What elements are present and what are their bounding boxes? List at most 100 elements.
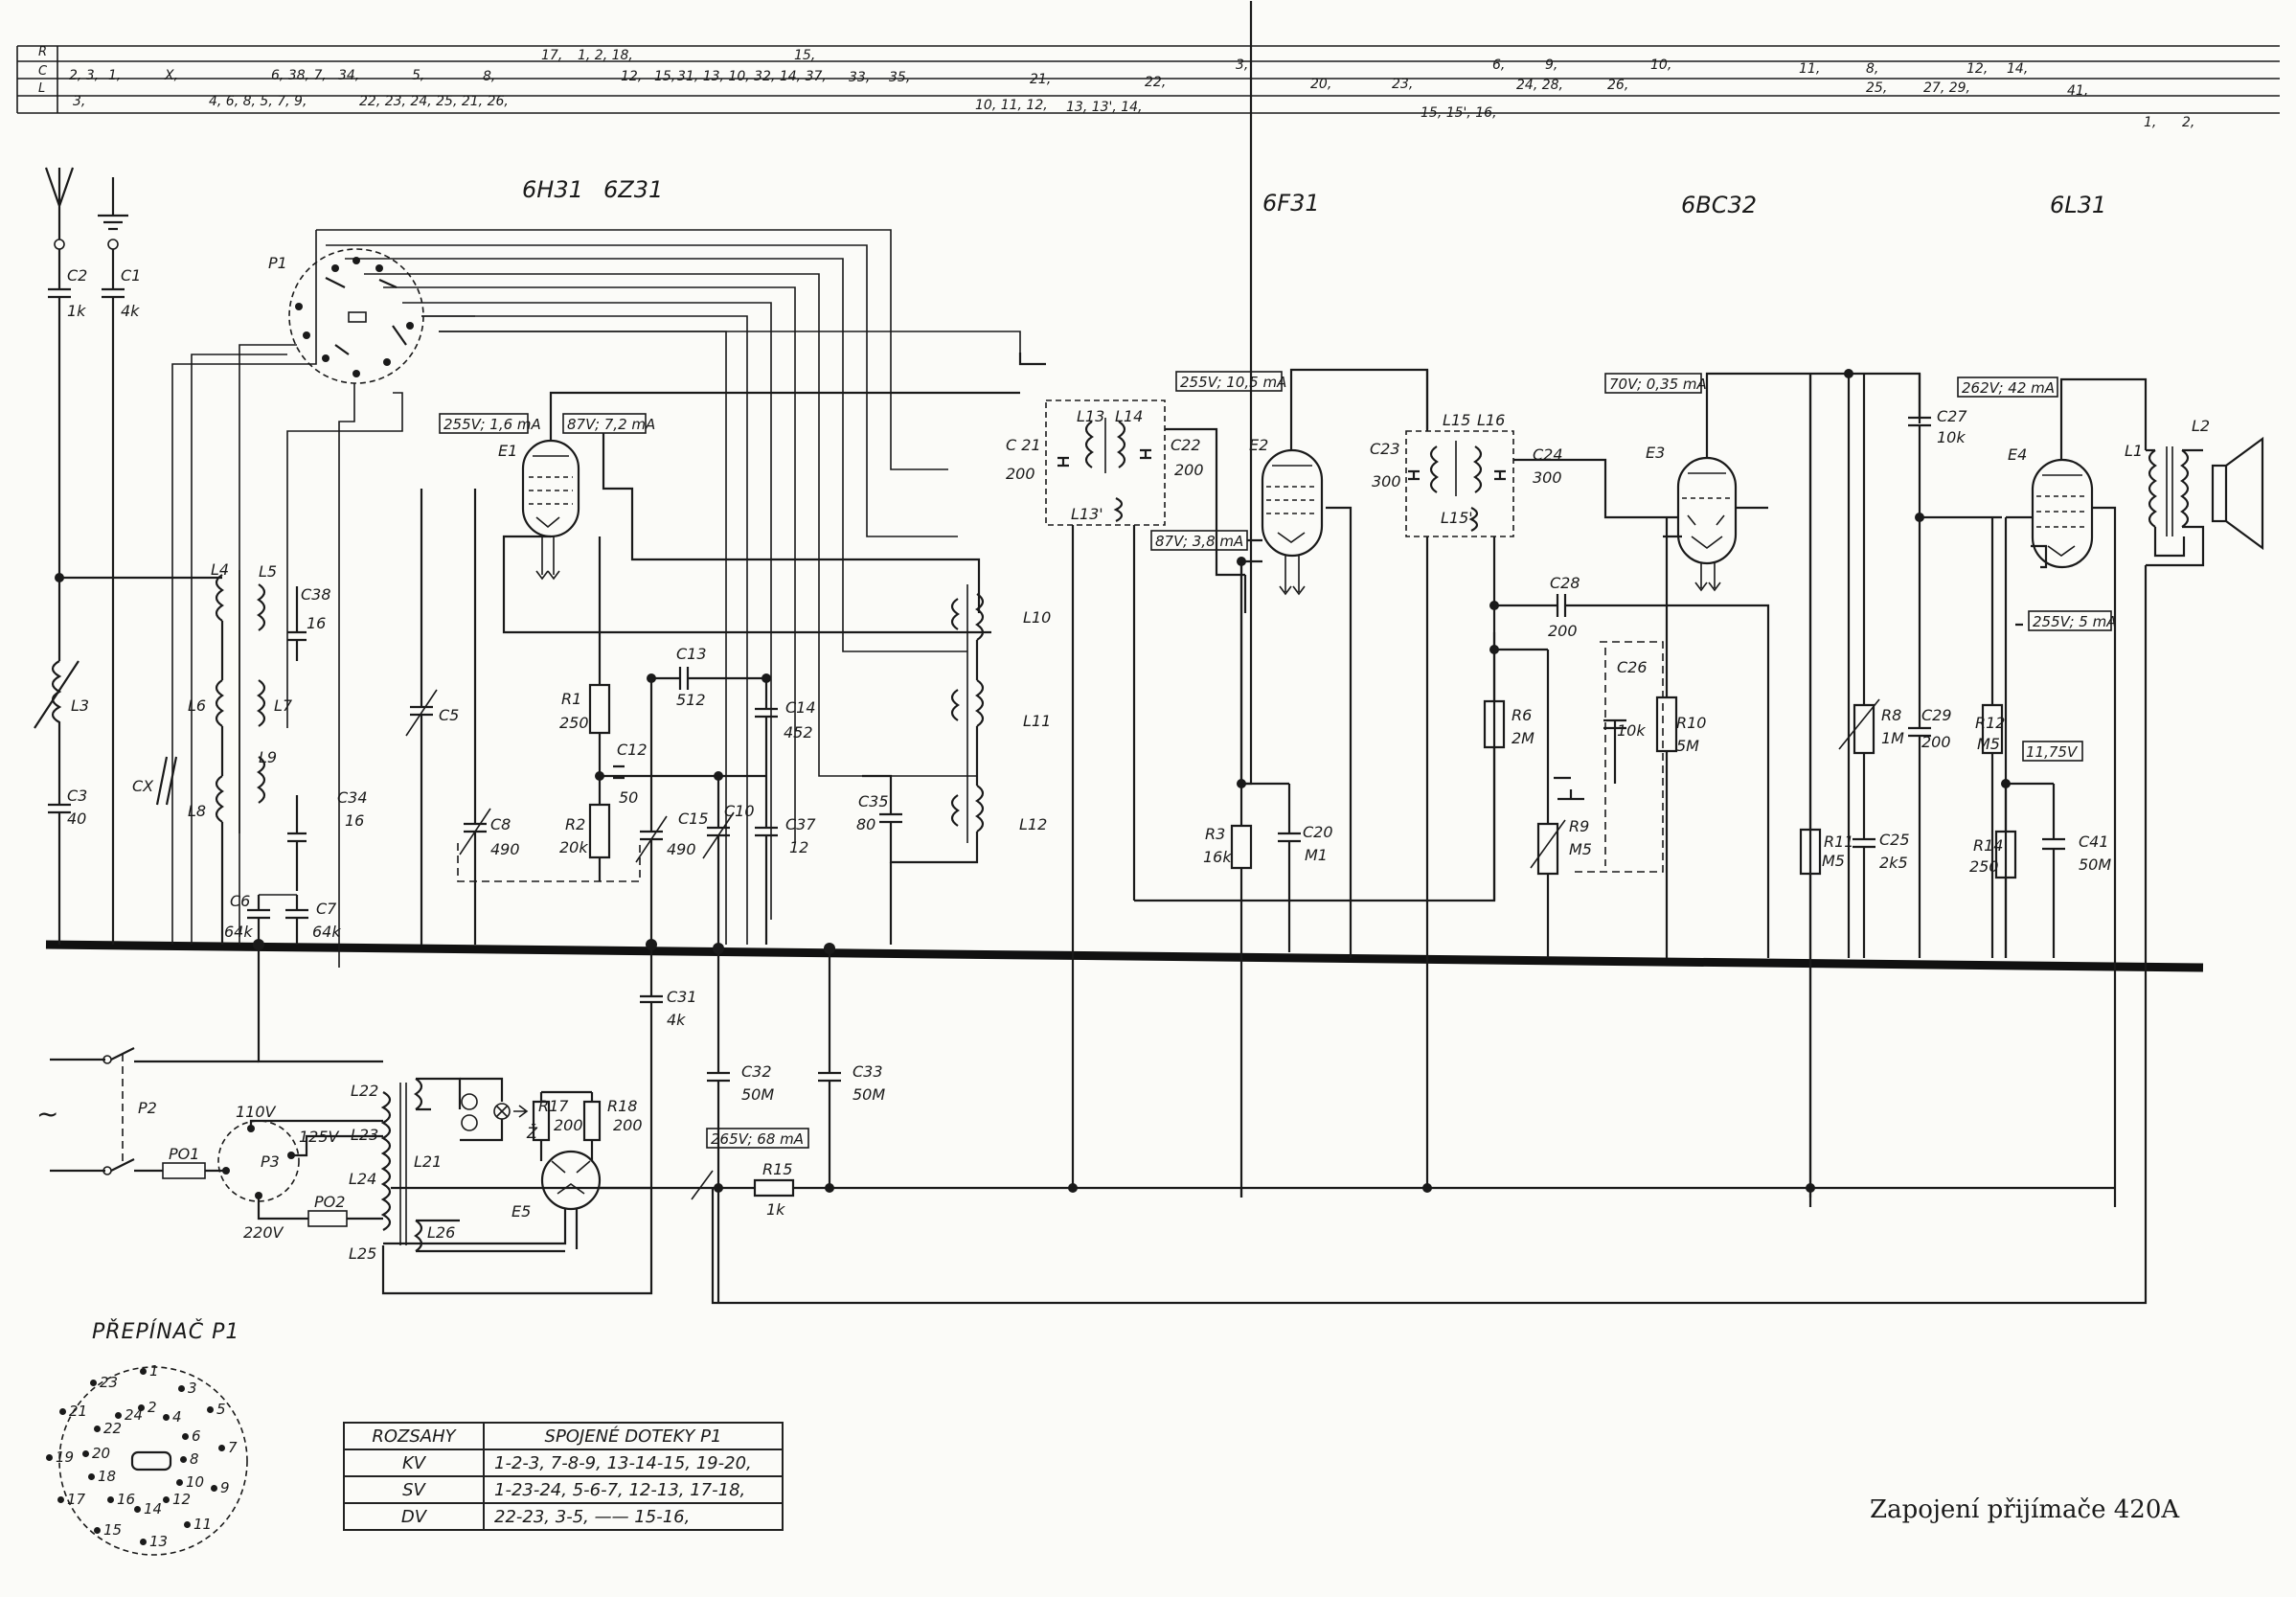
e5-voltage: 265V; 68 mA xyxy=(711,1130,804,1148)
c21-value: 200 xyxy=(1006,465,1035,483)
ref-c-4: 34, xyxy=(338,68,359,83)
r6-value: 2M xyxy=(1512,729,1534,747)
ref-c-15: 23, xyxy=(1392,77,1413,92)
c7-label: C7 xyxy=(316,900,337,918)
c6-label: C6 xyxy=(230,892,250,910)
l14-label: L14 xyxy=(1115,407,1143,425)
c23-label: C23 xyxy=(1370,440,1400,458)
e1-voltage-b: 87V; 7,2 mA xyxy=(567,416,655,433)
l1-label: L1 xyxy=(2125,442,2143,460)
c41-value: 50M xyxy=(2079,856,2111,874)
e1-voltage-box-a xyxy=(439,413,529,434)
table-cell-contacts: 1-2-3, 7-8-9, 13-14-15, 19-20, xyxy=(483,1449,784,1477)
c26-label: C26 xyxy=(1617,658,1648,676)
r2-label: R2 xyxy=(565,815,585,833)
ref-c-10: 33, xyxy=(849,70,870,85)
c29-value: 200 xyxy=(1921,733,1951,751)
l9-label: L9 xyxy=(259,748,277,766)
switch-contacts-table: ROZSAHY SPOJENÉ DOTEKY P1 KV 1-2-3, 7-8-… xyxy=(343,1422,784,1531)
p1-contact-1: 1 xyxy=(140,1362,159,1380)
table-cell-range: DV xyxy=(343,1502,485,1531)
c29-label: C29 xyxy=(1921,706,1952,724)
table-cell-range: KV xyxy=(343,1449,485,1477)
po1-label: PO1 xyxy=(169,1145,199,1163)
ref-c-14: 20, xyxy=(1310,77,1331,92)
l8-label: L8 xyxy=(188,802,206,820)
c15-label: C15 xyxy=(678,810,709,828)
e2-voltage-a: 255V; 10,5 mA xyxy=(1180,374,1286,391)
p1-contact-3: 3 xyxy=(178,1380,197,1397)
ref-l-1: 4, 6, 8, 5, 7, 9, xyxy=(209,94,307,109)
v220-label: 220V xyxy=(243,1223,284,1242)
tube-type-6l31: 6L31 xyxy=(2050,192,2106,218)
ref-l-2: 22, 23, 24, 25, 21, 26, xyxy=(359,94,509,109)
c22-label: C22 xyxy=(1171,436,1201,454)
p1-contact-2: 2 xyxy=(138,1399,157,1416)
wave-switch-p1 xyxy=(288,248,424,384)
e2-voltage-b: 87V; 3,8 mA xyxy=(1155,533,1243,550)
ref-c-19: 27, 29, xyxy=(1923,80,1970,96)
table-cell-contacts: 22-23, 3-5, —— 15-16, xyxy=(483,1502,784,1531)
c14-value: 452 xyxy=(784,723,813,741)
p1-contact-17: 17 xyxy=(57,1491,86,1508)
ref-l-5: 15, 15', 16, xyxy=(1421,105,1497,121)
ref-c-9: 31, 13, 10, 32, 14, 37, xyxy=(677,69,827,84)
c35-label: C35 xyxy=(858,792,889,810)
ref-r-9: 12, xyxy=(1966,61,1988,77)
r10-value: 5M xyxy=(1676,737,1699,755)
l10-label: L10 xyxy=(1023,608,1051,627)
c25-value: 2k5 xyxy=(1879,854,1908,872)
p1-contact-8: 8 xyxy=(180,1450,199,1468)
antenna-symbol xyxy=(44,167,75,250)
l16-label: L16 xyxy=(1477,411,1505,429)
switch-leads xyxy=(171,229,1021,968)
ref-c-8: 15, xyxy=(654,69,675,84)
tube-e3 xyxy=(1676,456,1738,592)
c21-label: C 21 xyxy=(1006,436,1041,454)
ref-c-6: 8, xyxy=(483,69,495,84)
c37-label: C37 xyxy=(785,815,816,833)
r3-label: R3 xyxy=(1205,825,1225,843)
e4-voltage-b: 255V; 5 mA xyxy=(2033,613,2117,630)
table-cell-range: SV xyxy=(343,1475,485,1504)
r18-label: R18 xyxy=(607,1097,637,1115)
ref-r-8: 8, xyxy=(1866,61,1878,77)
r15-label: R15 xyxy=(762,1160,792,1178)
p1-contact-14: 14 xyxy=(133,1500,163,1517)
r9-value: M5 xyxy=(1569,840,1592,858)
ref-l-3: 10, 11, 12, xyxy=(975,98,1048,113)
e4-voltage-a: 262V; 42 mA xyxy=(1962,379,2055,397)
c10-label: C10 xyxy=(724,802,755,820)
c13-value: 512 xyxy=(676,691,706,709)
r18-value: 200 xyxy=(613,1116,643,1134)
r10-label: R10 xyxy=(1676,714,1706,732)
l13p-label: L13' xyxy=(1071,505,1103,523)
ref-c-20: 41, xyxy=(2067,83,2088,99)
l5-label: L5 xyxy=(259,562,277,581)
fuse-po2 xyxy=(307,1210,348,1227)
tube-e4 xyxy=(2031,458,2094,569)
ref-l-7: 2, xyxy=(2182,115,2194,130)
c23-value: 300 xyxy=(1372,472,1401,491)
ref-l-6: 1, xyxy=(2144,115,2156,130)
l6-label: L6 xyxy=(188,696,206,715)
p1-contact-19: 19 xyxy=(45,1449,75,1466)
earth-symbol xyxy=(98,177,128,250)
c37-value: 12 xyxy=(789,838,808,856)
r14-label: R14 xyxy=(1973,836,2003,855)
p1-contact-24: 24 xyxy=(114,1406,144,1424)
po2-label: PO2 xyxy=(314,1193,345,1211)
row-r-label: R xyxy=(38,45,47,59)
ref-r-7: 11, xyxy=(1799,61,1820,77)
p1-contact-10: 10 xyxy=(175,1473,205,1491)
e4-label: E4 xyxy=(2008,445,2027,464)
ac-mains-symbol: ~ xyxy=(36,1098,58,1129)
p1-contact-16: 16 xyxy=(106,1491,136,1508)
c27-value: 10k xyxy=(1937,428,1966,446)
ref-c-5: 5, xyxy=(412,68,424,83)
c12-value: 50 xyxy=(619,788,638,807)
table-row: KV 1-2-3, 7-8-9, 13-14-15, 19-20, xyxy=(343,1449,784,1477)
l4-label: L4 xyxy=(211,560,229,579)
c33-label: C33 xyxy=(852,1062,883,1081)
c12-label: C12 xyxy=(617,741,648,759)
